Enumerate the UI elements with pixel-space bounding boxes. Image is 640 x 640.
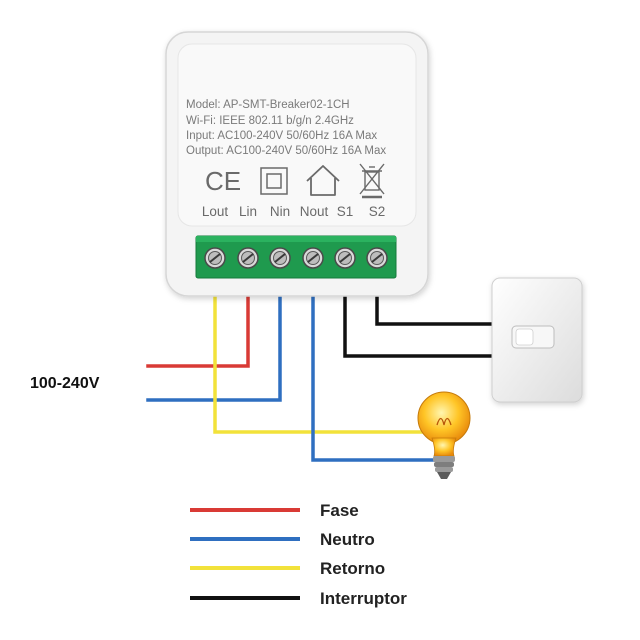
certification-icons: CE (205, 163, 385, 199)
terminal-screw-lin (237, 247, 259, 269)
double-insulation-icon (260, 167, 288, 195)
terminal-label-s1: S1 (337, 204, 354, 219)
spec-wifi: Wi-Fi: IEEE 802.11 b/g/n 2.4GHz (186, 115, 354, 127)
terminal-screw-s1 (334, 247, 356, 269)
legend: Fase Neutro Retorno Interruptor (190, 501, 407, 608)
weee-bin-icon (359, 163, 385, 199)
smart-breaker-device: Model: AP-SMT-Breaker02-1CH Wi-Fi: IEEE … (165, 31, 429, 297)
spec-model: Model: AP-SMT-Breaker02-1CH (186, 99, 350, 111)
terminal-label-nout: Nout (300, 204, 329, 219)
device-face (177, 43, 417, 227)
legend-label-interruptor: Interruptor (320, 589, 407, 608)
terminal-label-lout: Lout (202, 204, 229, 219)
terminal-label-s2: S2 (369, 204, 386, 219)
terminal-screw-lout (204, 247, 226, 269)
spec-input: Input: AC100-240V 50/60Hz 16A Max (186, 130, 377, 142)
wall-switch-icon (491, 277, 583, 403)
legend-label-fase: Fase (320, 501, 359, 520)
legend-label-neutro: Neutro (320, 530, 375, 549)
wire-neutro-out (311, 290, 442, 462)
terminal-screw-s2 (366, 247, 388, 269)
light-bulb-icon (417, 391, 471, 479)
wire-interruptor-s1 (343, 290, 496, 358)
ce-mark-icon: CE (205, 166, 241, 196)
wire-interruptor-s2 (375, 290, 496, 326)
wires (146, 290, 496, 462)
supply-voltage-label: 100-240V (30, 375, 100, 392)
terminal-block (195, 235, 397, 279)
spec-text: Model: AP-SMT-Breaker02-1CH Wi-Fi: IEEE … (186, 99, 386, 157)
wire-neutro-in (146, 290, 282, 402)
terminal-screw-nin (269, 247, 291, 269)
spec-output: Output: AC100-240V 50/60Hz 16A Max (186, 145, 386, 157)
terminal-label-lin: Lin (239, 204, 257, 219)
wire-retorno (213, 290, 432, 434)
terminal-label-nin: Nin (270, 204, 290, 219)
wire-fase (146, 290, 250, 368)
terminal-screw-nout (302, 247, 324, 269)
legend-label-retorno: Retorno (320, 559, 385, 578)
home-icon (306, 165, 340, 196)
terminal-labels: Lout Lin Nin Nout S1 S2 (202, 204, 385, 219)
